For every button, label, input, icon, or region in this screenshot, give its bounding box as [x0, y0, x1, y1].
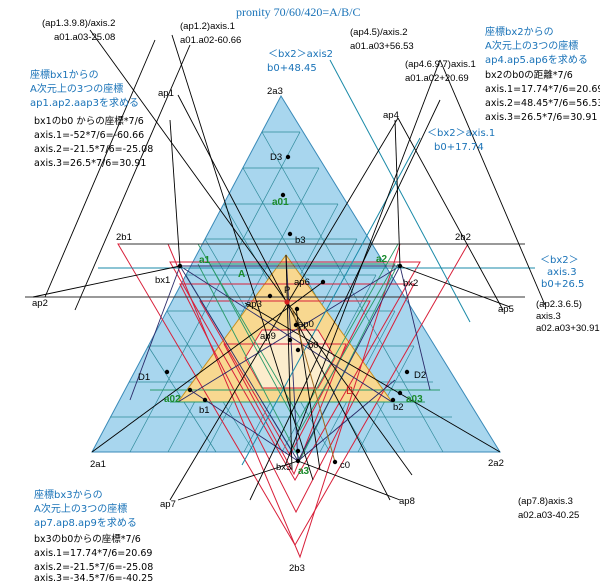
note-bx3-calc4: axis.3=-34.5*7/6=-40.25: [34, 573, 153, 581]
label-a02: a02: [164, 394, 181, 405]
label-ap2365: (ap2.3.6.5): [536, 299, 582, 310]
label-bx2: bx2: [403, 278, 418, 289]
note-bx3-line1: 座標bx3からの: [34, 488, 103, 501]
label-a2: a2: [376, 254, 388, 265]
label-b0-48: b0+48.45: [267, 63, 317, 74]
c0-line: [291, 307, 336, 463]
note-bx3-line2: A次元上の3つの座標: [34, 502, 127, 515]
label-a01a02-20: a01.a02+20.69: [405, 73, 469, 84]
note-bx2-calc2: axis.1=17.74*7/6=20.69: [485, 84, 600, 95]
label-bx2-axis3-a: ＜bx2＞: [540, 255, 579, 266]
label-b0: b0: [308, 340, 319, 351]
long-black-lines: [32, 29, 546, 501]
label-a01a03-25: a01.a03-25.08: [54, 32, 115, 43]
point-p: [284, 299, 290, 305]
note-bx3-calc1: bx3のb0からの座標*7/6: [34, 533, 141, 545]
label-d3: D3: [270, 152, 282, 163]
label-2b3: 2b3: [289, 563, 305, 574]
note-bx1-line3: ap1.ap2.aap3を求める: [30, 97, 139, 109]
label-bx1: bx1: [155, 275, 170, 286]
label-2b1: 2b1: [116, 232, 132, 243]
points: [164, 154, 410, 465]
label-c0: c0: [340, 460, 350, 471]
label-b2: b2: [393, 402, 404, 413]
label-b3: b3: [295, 235, 306, 246]
note-bx1-calc3: axis.2=-21.5*7/6=-25.08: [34, 144, 153, 155]
label-ap1398: (ap1.3.9.8)/axis.2: [42, 18, 115, 29]
label-ap4697: (ap4.6.9.7)axis.1: [405, 59, 476, 70]
note-bx3-calc3: axis.2=-21.5*7/6=-25.08: [34, 562, 153, 573]
label-ap2: ap2: [32, 298, 48, 309]
label-a01: a01: [272, 197, 289, 208]
label-a01a03-56: a01.a03+56.53: [350, 41, 414, 52]
label-b1: b1: [199, 405, 210, 416]
label-ap6: ap6: [294, 277, 310, 288]
label-ap45: (ap4.5)/axis.2: [350, 27, 408, 38]
label-a02a03-40: a02.a03-40.25: [518, 510, 579, 521]
label-ap78: (ap7.8)axis.3: [518, 496, 573, 507]
label-bx2-axis1: ＜bx2＞axis.1: [427, 128, 495, 139]
label-bx2-axis2: ＜bx2＞axis2: [268, 49, 333, 60]
note-bx2-calc1: bx2のb0の距離*7/6: [485, 69, 573, 81]
diagram-title: pronity 70/60/420=A/B/C: [236, 5, 360, 19]
label-ap12: (ap1.2)axis.1: [180, 21, 235, 32]
label-d1: D1: [138, 372, 150, 383]
label-2a3: 2a3: [267, 86, 283, 97]
label-p: P: [284, 285, 290, 296]
label-area-b: B: [346, 385, 353, 397]
note-bx2-line2: A次元上の3つの座標: [485, 39, 578, 52]
label-area-a: A: [238, 269, 245, 280]
note-bx3-line3: ap7.ap8.ap9を求める: [34, 517, 137, 529]
label-2a2: 2a2: [488, 458, 504, 469]
label-a01a02-60: a01.a02-60.66: [180, 35, 241, 46]
note-bx3-calc2: axis.1=17.74*7/6=20.69: [34, 548, 152, 559]
note-bx2-line3: ap4.ap5.ap6を求める: [485, 54, 588, 66]
label-axis3: axis.3: [536, 311, 561, 322]
label-2a1: 2a1: [90, 459, 106, 470]
note-bx1-calc1: bx1のb0 からの座標*7/6: [34, 115, 144, 127]
note-bx2-calc4: axis.3=26.5*7/6=30.91: [485, 112, 597, 123]
label-ap7: ap7: [160, 499, 176, 510]
note-bx1-line2: A次元上の3つの座標: [30, 82, 123, 95]
label-a3: a3: [298, 466, 310, 477]
note-bx2-calc3: axis.2=48.45*7/6=56.53: [485, 98, 600, 109]
note-bx1-line1: 座標bx1からの: [30, 68, 99, 81]
note-bx1-calc2: axis.1=-52*7/6=-60.66: [34, 130, 144, 141]
label-2b2: 2b2: [455, 232, 471, 243]
note-bx2-line1: 座標bx2からの: [485, 25, 554, 38]
label-ap0: ap0: [298, 319, 314, 330]
label-a1: a1: [199, 255, 211, 266]
label-b0-26: b0+26.5: [541, 279, 584, 290]
note-bx1-calc4: axis.3=26.5*7/6=30.91: [34, 158, 146, 169]
label-ap4: ap4: [383, 110, 399, 121]
label-ap9: ap9: [260, 331, 276, 342]
note-bx2: 座標bx2からの A次元上の3つの座標 ap4.ap5.ap6を求める bx2の…: [485, 25, 600, 123]
label-ap8: ap8: [399, 496, 415, 507]
note-bx3: 座標bx3からの A次元上の3つの座標 ap7.ap8.ap9を求める bx3の…: [34, 488, 153, 581]
label-a02a03-30: a02.a03+30.91: [536, 323, 600, 334]
label-bx2-axis3-b: axis.3: [547, 267, 577, 278]
point-labels: ap1 ap2 ap3 ap4 ap5 ap6 ap7 ap8 ap9 ap0 …: [32, 86, 514, 574]
label-d2: D2: [414, 370, 426, 381]
label-a03: a03: [406, 394, 423, 405]
label-b0-17: b0+17.74: [434, 142, 484, 153]
label-ap3: ap3: [246, 299, 262, 310]
label-ap1: ap1: [158, 88, 174, 99]
label-bx3: bx3: [276, 462, 291, 473]
note-bx1: 座標bx1からの A次元上の3つの座標 ap1.ap2.aap3を求める bx1…: [30, 68, 153, 169]
label-ap5: ap5: [498, 304, 514, 315]
